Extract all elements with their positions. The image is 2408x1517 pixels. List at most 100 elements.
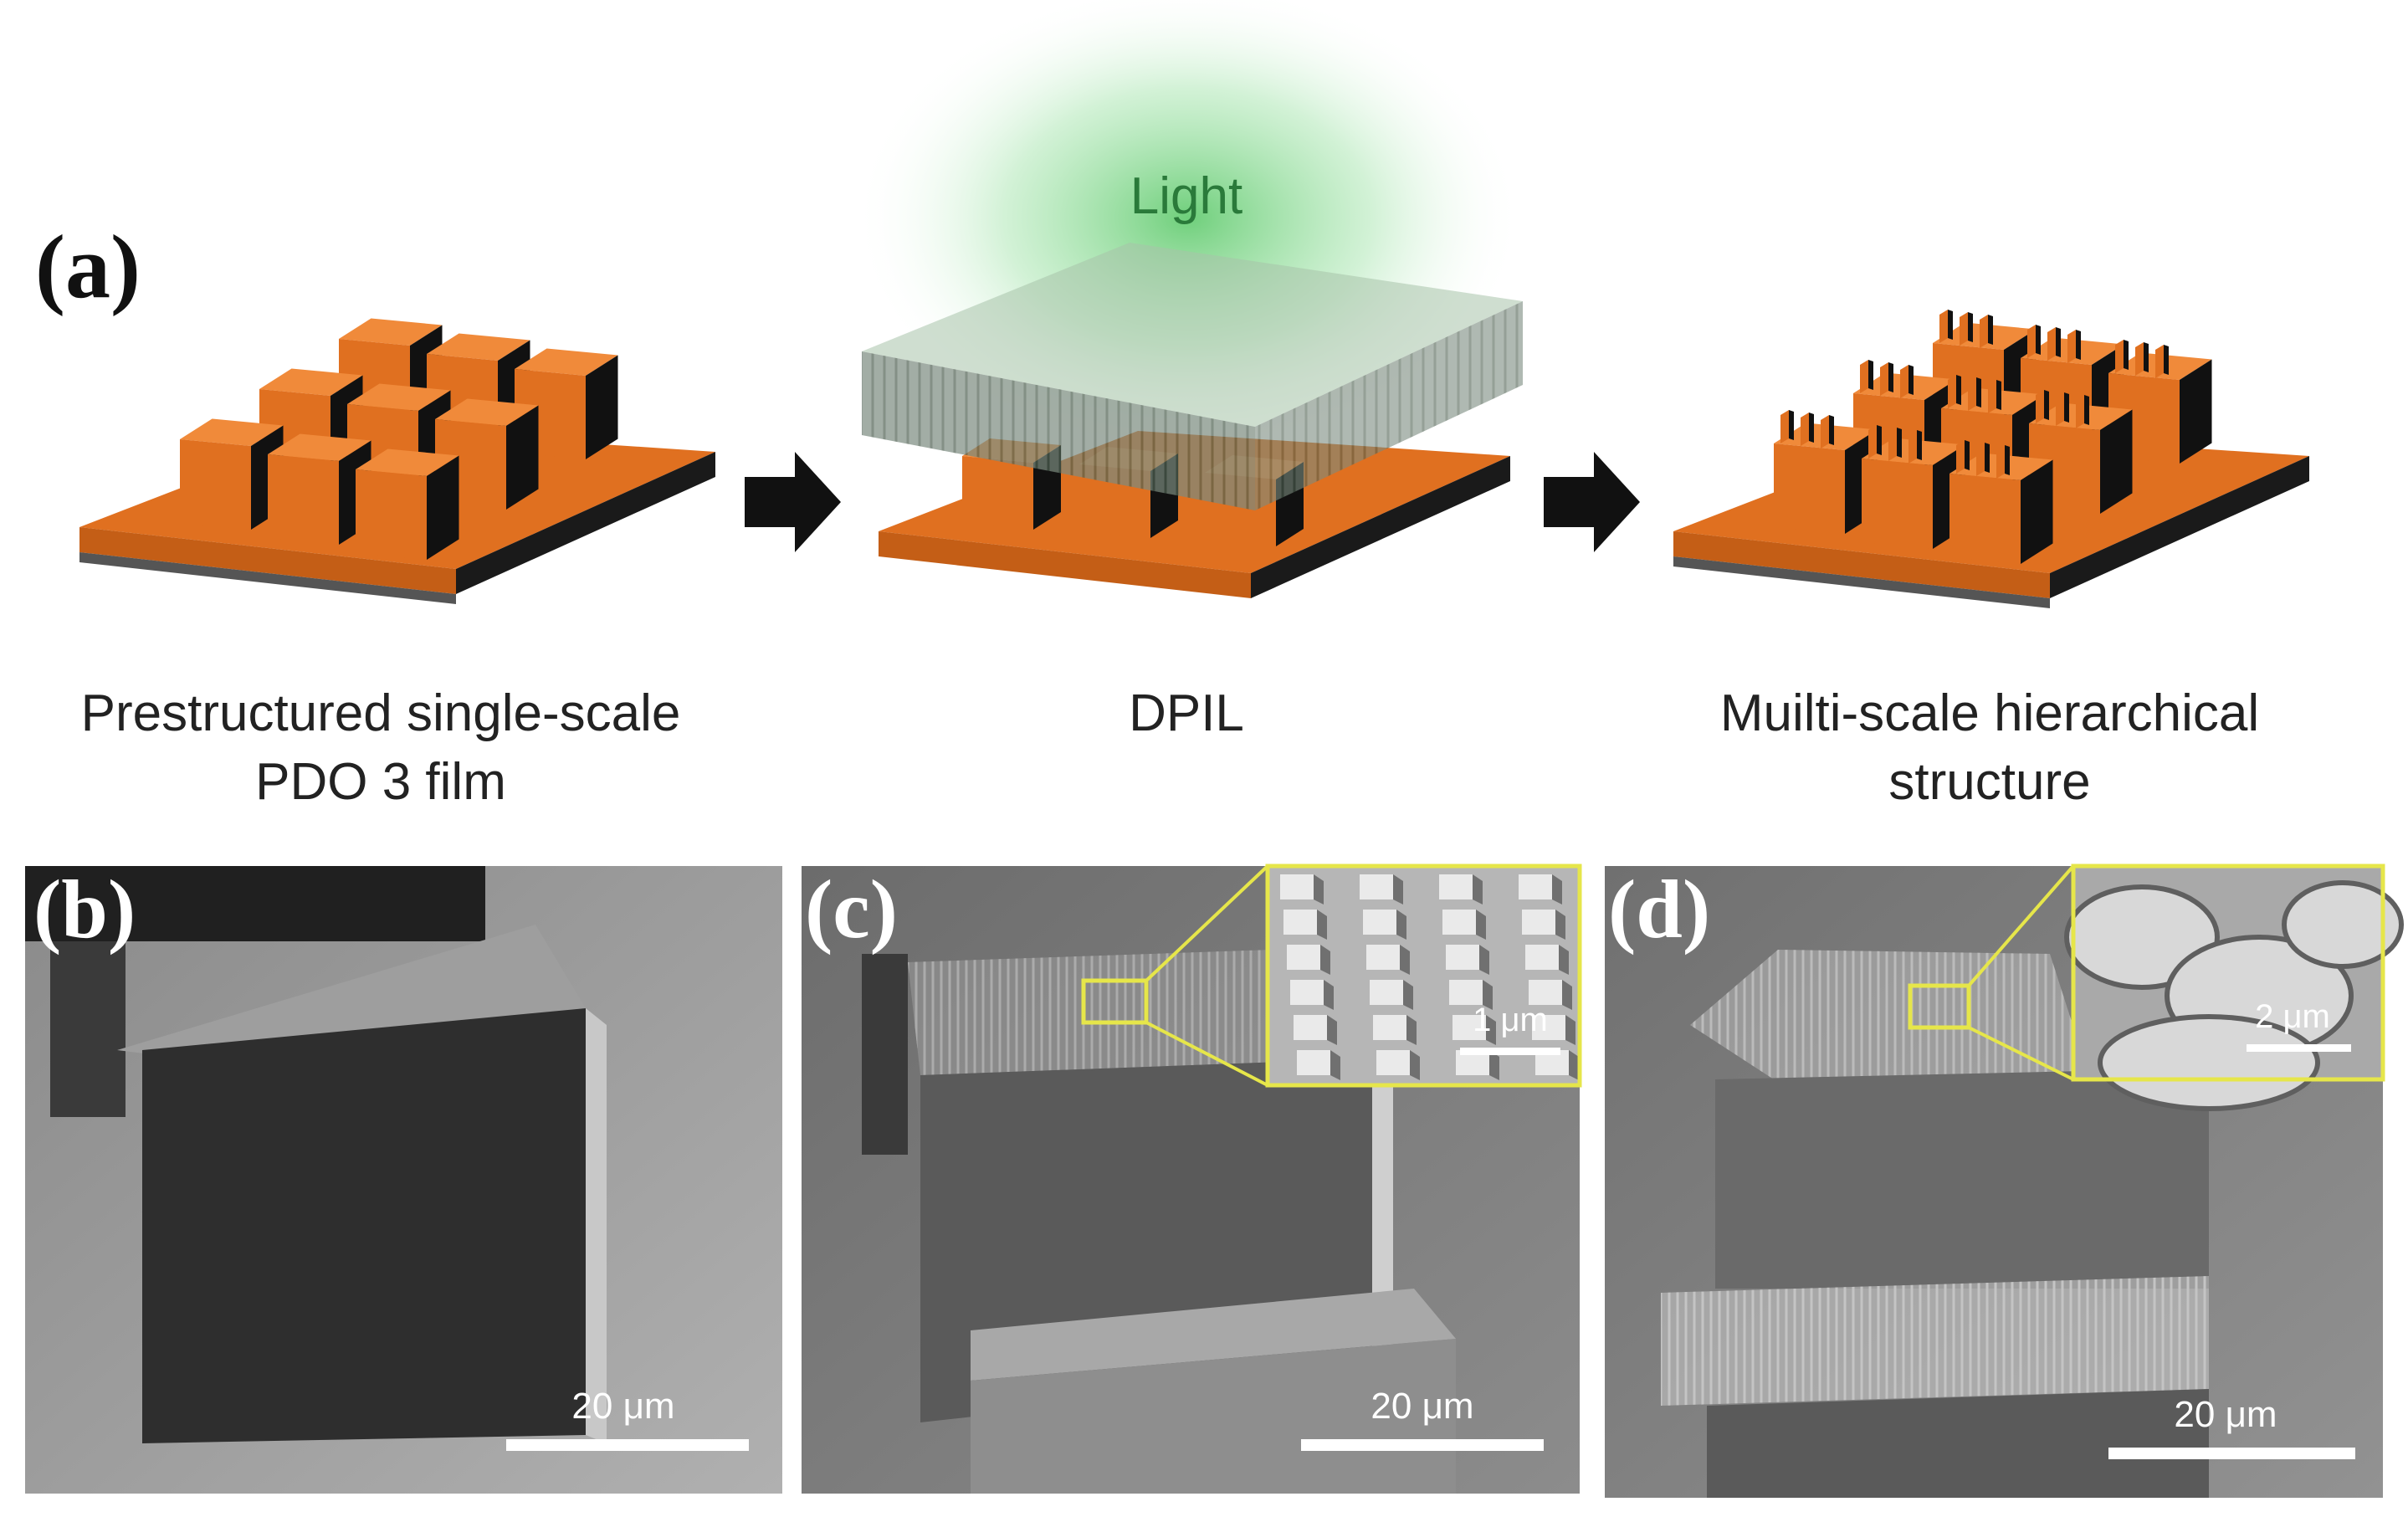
micro-dome [2282,880,2404,969]
nano-pillar-side [2084,395,2089,425]
panel-d-inset: 2 μm [2064,864,2404,1111]
mold-front [862,351,1255,510]
nano-pillar-side [1996,380,2001,410]
pillar-side [2180,359,2212,464]
nano-post [1442,910,1476,935]
pillar-front [142,1008,586,1443]
step3-caption-line2: structure [1888,753,2090,811]
pillar-front [1774,443,1845,534]
nano-pillar [1968,377,1976,411]
light-label: Light [1130,167,1242,225]
pillar-top [180,418,284,446]
panel-c-inset: 1 μm [1265,864,1582,1088]
step1-caption-line1: Prestructured single-scale [81,684,681,742]
nano-post-side [1479,945,1489,975]
step2-structure: Light [853,0,1523,598]
pillar-front [180,439,251,530]
zoom-region [1908,983,1971,1030]
nano-pillar [1976,443,1985,476]
pillar-side [2100,409,2133,514]
nano-pillar [1900,365,1908,398]
nano-post-side [1320,945,1330,975]
nano-pillar-side [2005,445,2010,475]
nano-pillar-side [1988,315,1993,345]
nano-post-side [1552,874,1562,905]
pillar-top-patterned [908,950,1372,1075]
step1-base-side [456,452,715,594]
pillar-front [268,454,339,545]
nano-post [1363,910,1396,935]
nano-post [1439,874,1473,899]
zoom-region [1081,978,1149,1025]
pillar-front [356,469,427,560]
nano-pillar-side [2164,345,2169,375]
nano-post [1446,945,1479,970]
nano-pillar [2047,327,2056,361]
nano-pillar [1908,430,1917,464]
pillar-top [356,448,459,476]
nano-pillar-side [1968,312,1973,342]
panel-c-label: (c) [805,863,898,956]
panel-d-label: (d) [1608,863,1710,956]
pillar-top-hierarchical [1690,950,2088,1079]
nano-post-side [1489,1050,1499,1080]
pillar-side [586,355,618,459]
nano-pillar-side [2044,390,2049,420]
nano-post-side [1330,1050,1340,1080]
nano-pillar-side [2064,392,2069,423]
panel-b-label: (b) [33,863,136,956]
nano-post [1290,980,1324,1005]
step1-base-front [79,527,456,594]
nano-pillar [1980,315,1988,348]
nano-pillar [1880,362,1888,396]
nano-post-side [1393,874,1403,905]
step2-caption-line1: DPIL [1129,684,1244,742]
pillar-side [2021,459,2053,564]
nano-post [1287,945,1320,970]
nano-pillar-side [1829,415,1834,445]
panel-c-scale-bar [1301,1439,1544,1451]
pillar-front [962,456,1033,530]
nano-post-side [1565,1015,1575,1045]
arrow-right-icon [1544,452,1640,552]
nano-pillar [2155,345,2164,378]
nano-pillar-side [1809,413,1814,443]
nano-pillar-side [1789,410,1794,440]
nano-post [1519,874,1552,899]
nano-pillar-side [2144,342,2149,372]
pillar-top [515,348,618,376]
nano-pillar [2027,325,2036,358]
nano-post-side [1396,910,1406,940]
nano-post-side [1559,945,1569,975]
nano-pillar [1956,440,1965,474]
nano-post [1529,980,1562,1005]
nano-pillar [2056,392,2064,426]
panel-a-label: (a) [35,218,141,317]
arrow-right-icon [745,452,841,552]
panel-d-scale-bar [2108,1448,2355,1459]
panel-d-scale-text: 20 μm [2174,1394,2277,1435]
nano-pillar [1801,413,1809,446]
nano-pillar [2067,330,2076,363]
nano-post [1522,910,1555,935]
nano-pillar [1996,445,2005,479]
nano-post-side [1486,1015,1496,1045]
panel-b-scale-bar [506,1439,749,1451]
nano-post-side [1317,910,1327,940]
pillar-top [339,318,443,346]
nano-post-side [1324,980,1334,1010]
nano-pillar-side [1917,430,1922,460]
nano-post-side [1406,1015,1417,1045]
nano-pillar [1821,415,1829,448]
mold-top [862,243,1523,427]
nano-post-side [1476,910,1486,940]
nano-pillar-side [1908,365,1914,395]
pillar-top [259,368,363,396]
nano-pillar [1780,410,1789,443]
nano-pillar [1860,360,1868,393]
nano-post [1280,874,1314,899]
nano-post-side [1555,910,1565,940]
nano-post [1456,1050,1489,1075]
nano-post-side [1410,1050,1420,1080]
nano-post [1535,1050,1569,1075]
